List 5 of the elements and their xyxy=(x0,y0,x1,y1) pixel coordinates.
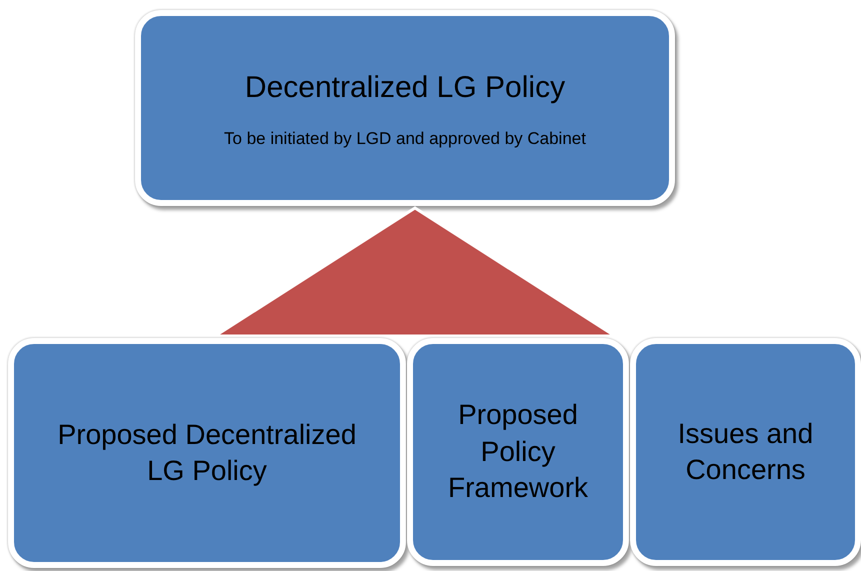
box-subtitle: To be initiated by LGD and approved by Cabinet xyxy=(224,128,586,148)
box-heading: Proposed Policy Framework xyxy=(448,398,588,506)
box-heading: Issues and Concerns xyxy=(676,416,814,487)
box-heading: Decentralized LG Policy xyxy=(244,70,566,106)
box-heading: Proposed Decentralized LG Policy xyxy=(56,418,358,488)
